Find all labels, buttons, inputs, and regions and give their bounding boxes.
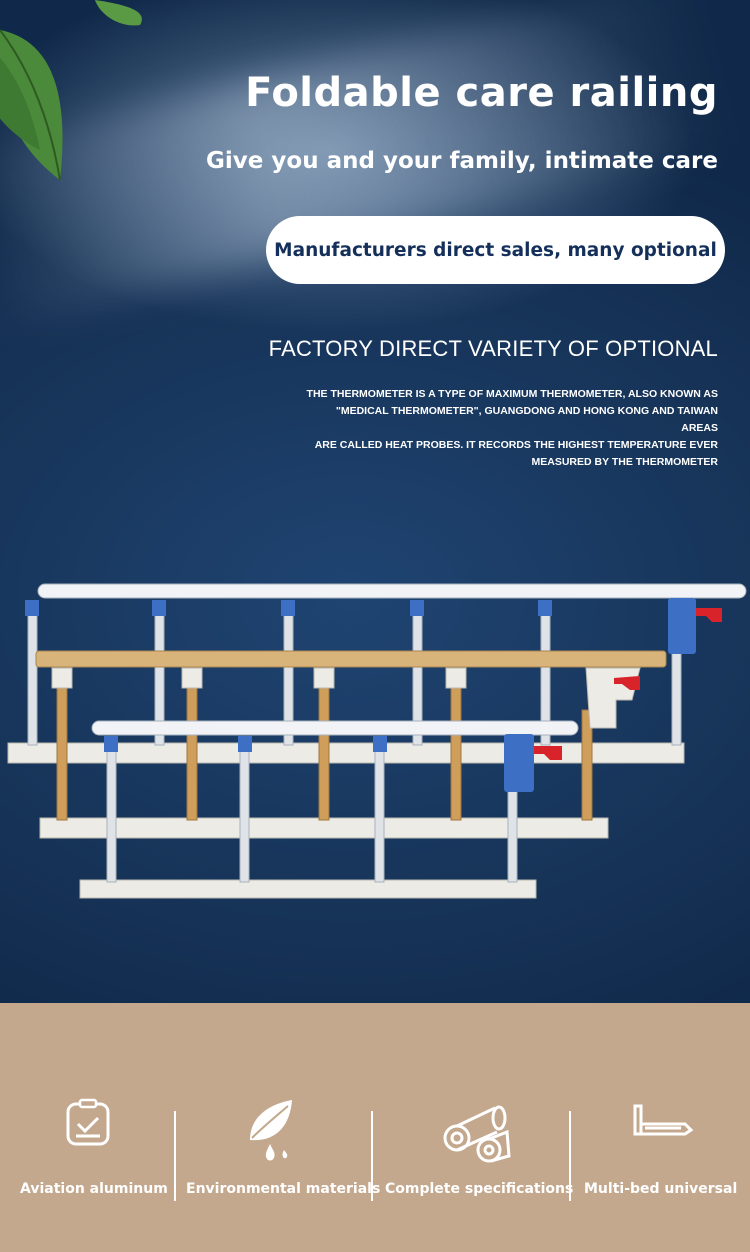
feature-environmental-materials: Environmental materials xyxy=(176,1003,380,1252)
feature-label: Environmental materials xyxy=(186,1181,381,1197)
bed-rail-icon xyxy=(633,1104,694,1136)
feature-divider xyxy=(569,1111,571,1201)
page-subtitle: Give you and your family, intimate care xyxy=(206,148,718,174)
sales-badge: Manufacturers direct sales, many optiona… xyxy=(266,216,725,284)
leaf-drop-icon xyxy=(250,1100,292,1161)
feature-multi-bed-universal: Multi-bed universal xyxy=(571,1003,750,1252)
feature-divider xyxy=(174,1111,176,1201)
front-railing xyxy=(79,720,579,899)
clipboard-check-icon xyxy=(66,1098,110,1146)
feature-complete-specifications: Complete specifications xyxy=(373,1003,573,1252)
page-title: Foldable care railing xyxy=(245,70,718,116)
description-line: "MEDICAL THERMOMETER", GUANGDONG AND HON… xyxy=(335,405,718,434)
description-line: ARE CALLED HEAT PROBES. IT RECORDS THE H… xyxy=(314,439,718,451)
railing-product-image xyxy=(7,583,747,899)
features-section: Aviation aluminum Environmental material… xyxy=(0,1003,750,1252)
middle-railing xyxy=(35,650,667,839)
description: THE THERMOMETER IS A TYPE OF MAXIMUM THE… xyxy=(298,386,718,471)
section-heading: FACTORY DIRECT VARIETY OF OPTIONAL xyxy=(268,336,718,361)
description-line: THE THERMOMETER IS A TYPE OF MAXIMUM THE… xyxy=(306,388,718,400)
description-line: MEASURED BY THE THERMOMETER xyxy=(531,456,718,468)
hero-banner: Foldable care railing Give you and your … xyxy=(0,0,750,1003)
feature-aviation-aluminum: Aviation aluminum xyxy=(0,1003,175,1252)
logs-icon xyxy=(443,1105,511,1163)
sales-badge-text: Manufacturers direct sales, many optiona… xyxy=(274,239,717,261)
feature-label: Aviation aluminum xyxy=(20,1181,168,1197)
feature-label: Complete specifications xyxy=(385,1181,574,1197)
back-railing xyxy=(7,583,747,764)
feature-divider xyxy=(371,1111,373,1201)
feature-label: Multi-bed universal xyxy=(584,1181,738,1197)
leaf-decoration-icon xyxy=(0,0,142,181)
